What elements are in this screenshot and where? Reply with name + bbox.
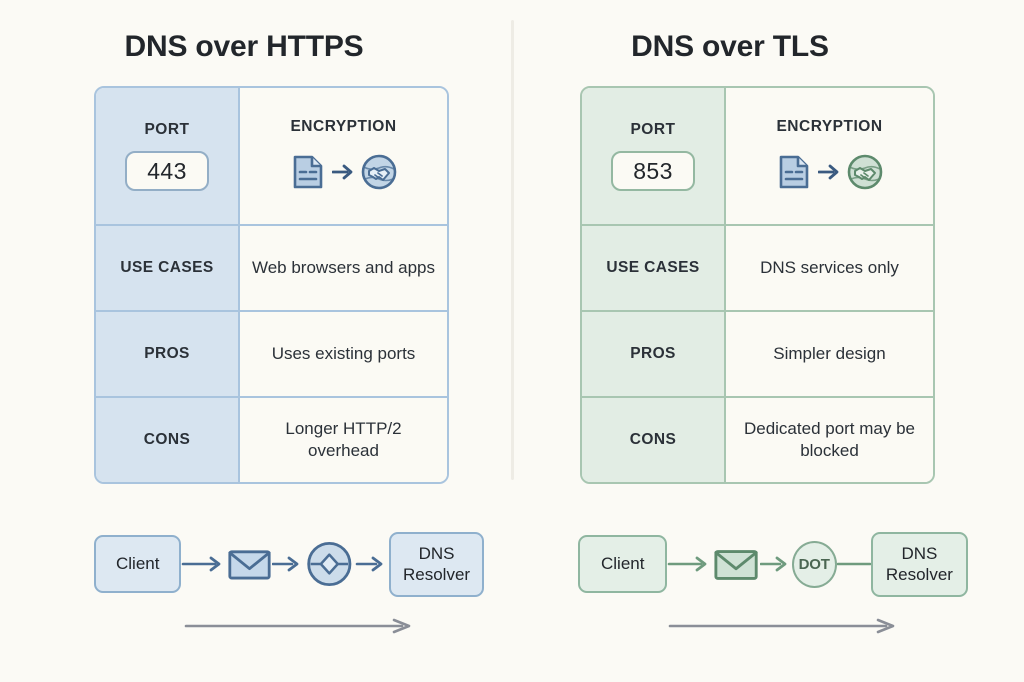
flow-node-resolver-label-dot: DNS Resolver: [885, 543, 953, 584]
flow-connector-badge-resolver: [355, 553, 389, 575]
row-value-pros-doh: Uses existing ports: [240, 312, 447, 396]
flow-connector-client-envelope: [181, 553, 227, 575]
document-icon: [779, 155, 808, 189]
row-value-cons-dot: Dedicated port may be blocked: [726, 398, 933, 482]
document-icon: [293, 155, 322, 189]
panel-doh: DNS over HTTPS PORT 443 ENCRYPTION: [24, 0, 492, 682]
encryption-icon-group: [772, 149, 888, 195]
flow-connector-envelope-badge: [759, 553, 792, 575]
table-row: USE CASES Web browsers and apps: [96, 224, 447, 310]
handshake-globe-icon: [847, 154, 882, 190]
arrow-right-icon: [331, 164, 352, 180]
port-heading: PORT: [630, 120, 676, 138]
row-label-cons-doh: CONS: [96, 398, 240, 482]
flow-connector-client-envelope: [667, 553, 713, 575]
row-label-use-cases-doh: USE CASES: [96, 226, 240, 310]
panel-divider: [511, 20, 514, 480]
envelope-icon: [714, 550, 759, 580]
port-value-badge: 853: [611, 150, 695, 192]
handshake-globe-icon: [361, 154, 396, 190]
table-row: PORT 443 ENCRYPTION: [96, 88, 447, 224]
arrow-right-icon: [182, 556, 221, 572]
comparison-table-doh: PORT 443 ENCRYPTION: [94, 86, 449, 484]
arrow-right-icon: [668, 556, 707, 572]
table-row: PROS Uses existing ports: [96, 310, 447, 396]
flow-connector-envelope-badge: [272, 553, 304, 575]
encryption-heading: ENCRYPTION: [776, 117, 883, 135]
comparison-table-dot: PORT 853 ENCRYPTION: [580, 86, 935, 484]
row-value-cons-doh: Longer HTTP/2 overhead: [240, 398, 447, 482]
cell-encryption-dot: ENCRYPTION: [726, 88, 933, 224]
dot-badge: DOT: [791, 540, 837, 588]
flow-node-resolver-doh: DNS Resolver: [389, 531, 484, 597]
cell-port-label-dot: PORT 853: [582, 88, 726, 224]
encryption-icon-group: [286, 149, 402, 195]
arrow-right-icon: [355, 556, 383, 572]
flow-direction-arrow-doh: [184, 618, 411, 634]
arrow-right-icon: [272, 556, 299, 572]
plain-connector-line: [836, 562, 871, 566]
encrypted-node-icon: [307, 541, 352, 587]
row-label-cons-dot: CONS: [582, 398, 726, 482]
panel-dot: DNS over TLS PORT 853 ENCRYPTION: [510, 0, 978, 682]
flow-node-client-doh: Client: [94, 535, 182, 593]
table-row: CONS Dedicated port may be blocked: [582, 396, 933, 482]
arrow-right-icon: [817, 164, 838, 180]
flow-direction-arrow-dot: [668, 618, 895, 634]
table-row: USE CASES DNS services only: [582, 224, 933, 310]
row-value-use-cases-doh: Web browsers and apps: [240, 226, 447, 310]
page-title-dot: DNS over TLS: [631, 30, 829, 63]
cell-encryption-doh: ENCRYPTION: [240, 88, 447, 224]
row-label-use-cases-dot: USE CASES: [582, 226, 726, 310]
flow-node-resolver-label-doh: DNS Resolver: [402, 543, 471, 584]
flow-node-resolver-dot: DNS Resolver: [870, 531, 968, 597]
arrow-right-icon: [759, 556, 786, 572]
flow-diagram-dot: Client DOT: [578, 528, 968, 600]
table-row: PROS Simpler design: [582, 310, 933, 396]
row-value-use-cases-dot: DNS services only: [726, 226, 933, 310]
page-title-doh: DNS over HTTPS: [124, 30, 364, 63]
row-value-pros-dot: Simpler design: [726, 312, 933, 396]
flow-connector-badge-resolver: [836, 558, 871, 570]
flow-diagram-doh: Client: [94, 528, 484, 600]
envelope-icon: [228, 550, 272, 580]
port-heading: PORT: [144, 120, 190, 138]
flow-node-client-dot: Client: [578, 535, 668, 593]
port-value-badge: 443: [125, 150, 209, 192]
row-label-pros-doh: PROS: [96, 312, 240, 396]
table-row: PORT 853 ENCRYPTION: [582, 88, 933, 224]
encryption-heading: ENCRYPTION: [290, 117, 397, 135]
row-label-pros-dot: PROS: [582, 312, 726, 396]
cell-port-label-doh: PORT 443: [96, 88, 240, 224]
table-row: CONS Longer HTTP/2 overhead: [96, 396, 447, 482]
